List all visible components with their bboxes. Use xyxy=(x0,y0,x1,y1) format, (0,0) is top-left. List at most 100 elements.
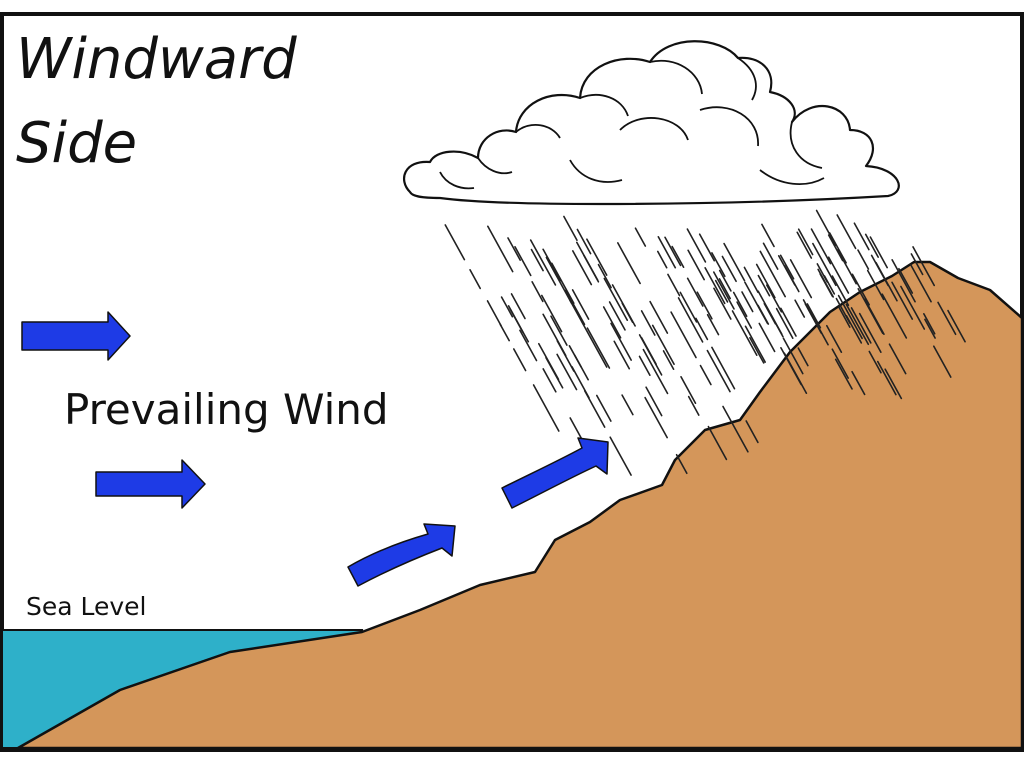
rain-streak xyxy=(922,312,936,335)
rain-streak xyxy=(779,307,797,337)
rain-streak xyxy=(761,223,775,248)
rain-streak xyxy=(569,417,583,440)
rain-streak xyxy=(835,297,851,324)
rain-streak xyxy=(586,327,611,369)
rain-streak xyxy=(732,291,748,318)
rain-streak xyxy=(868,350,882,374)
rain-streak xyxy=(670,311,697,359)
rain-streak xyxy=(721,255,737,283)
rain-streak xyxy=(779,254,795,280)
rain-streak xyxy=(875,261,898,302)
rain-streak xyxy=(817,268,835,298)
rain-streak xyxy=(722,405,749,453)
rain-streak xyxy=(857,287,884,335)
rain-streak xyxy=(765,284,783,313)
title-line-1: Windward xyxy=(16,27,297,92)
rain-streak xyxy=(836,214,857,250)
rain-streak xyxy=(595,394,612,422)
wind-arrows xyxy=(21,311,609,587)
rain-streak xyxy=(763,302,777,325)
rain-streak xyxy=(680,375,697,405)
rain-streak xyxy=(564,289,586,326)
rain-streak xyxy=(510,293,526,320)
rain-streak xyxy=(757,274,771,297)
rain-streak xyxy=(713,287,732,320)
rain-streak xyxy=(758,322,776,353)
rain-streak xyxy=(613,340,631,370)
rain-streak xyxy=(687,249,706,281)
rain-streak xyxy=(677,297,704,343)
rain-streak xyxy=(828,232,847,264)
rain-streak xyxy=(550,262,575,305)
rain-streak xyxy=(924,318,936,339)
right-arrow-icon xyxy=(501,437,609,509)
rain-streak xyxy=(718,278,732,300)
rain-streak xyxy=(881,293,908,339)
rain-streak xyxy=(857,249,870,270)
rain-streak xyxy=(507,237,522,261)
rain-streak xyxy=(723,242,746,282)
rain-streak xyxy=(602,306,622,339)
rain-streak xyxy=(912,246,936,287)
rain-streak xyxy=(851,273,871,306)
rain-streak xyxy=(638,334,663,376)
rain-streak xyxy=(888,343,907,375)
rain-streak xyxy=(827,234,844,262)
rain-streak xyxy=(486,300,502,327)
rain-streak xyxy=(891,281,914,320)
rain-streak xyxy=(644,396,669,439)
rain-streak xyxy=(656,250,668,269)
rain-streak xyxy=(831,348,850,379)
rain-streak xyxy=(864,233,880,258)
rain-streak xyxy=(853,222,870,251)
rain-streak xyxy=(707,425,728,461)
rain-streak xyxy=(610,322,633,361)
rain-streak xyxy=(621,302,634,324)
sea-level-label: Sea Level xyxy=(26,592,147,621)
rain-streak xyxy=(698,233,716,262)
rain-streak xyxy=(616,242,641,285)
rain-streak xyxy=(714,279,729,303)
rain-streak xyxy=(486,225,514,273)
rain-streak xyxy=(580,320,608,368)
rain-streak xyxy=(687,395,700,416)
rain-streak xyxy=(812,242,837,287)
rain-streak xyxy=(866,269,885,301)
rain-streak xyxy=(444,224,466,261)
rain-streak xyxy=(744,325,767,363)
rain-streak xyxy=(651,324,675,366)
right-arrow-icon xyxy=(347,523,456,587)
rain-streak xyxy=(837,294,863,340)
rain-streak xyxy=(545,356,564,389)
rain-streak xyxy=(640,310,656,336)
rain-streak xyxy=(649,300,669,334)
rain-streak xyxy=(706,349,731,393)
rain-streak xyxy=(797,347,809,367)
rain-streak xyxy=(858,312,882,354)
rain-streak xyxy=(834,358,853,390)
rain-streak xyxy=(540,294,563,333)
rain-streak xyxy=(634,227,647,247)
rain-streak xyxy=(597,263,612,289)
rain-streak xyxy=(797,228,814,256)
rain-streak xyxy=(576,228,592,255)
rain-streak xyxy=(898,267,914,294)
rain-streak xyxy=(741,291,754,313)
rain-streak xyxy=(530,248,544,272)
rain-streak xyxy=(686,228,707,263)
rain-streak xyxy=(937,301,957,336)
rain-streak xyxy=(762,242,779,270)
rain-streak xyxy=(789,259,813,299)
rain-streak xyxy=(531,280,544,303)
rain-streak xyxy=(586,238,608,276)
rain-streak xyxy=(695,317,709,341)
rain-streak xyxy=(775,307,794,340)
rain-streak xyxy=(664,236,682,267)
rain-streak xyxy=(469,268,482,290)
rain-streak xyxy=(794,299,806,318)
rain-streak xyxy=(947,309,966,343)
rain-streak xyxy=(783,265,800,293)
rain-streak xyxy=(850,307,872,344)
rain-streak xyxy=(645,386,663,417)
